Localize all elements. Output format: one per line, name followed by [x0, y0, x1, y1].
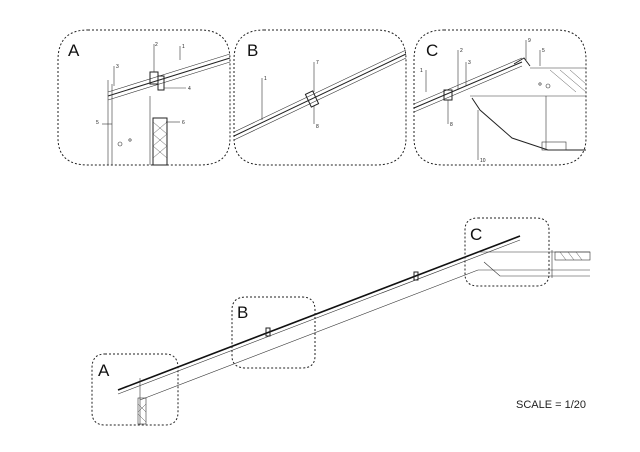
callout-a-4: 4: [188, 86, 191, 92]
callout-b-8: 8: [316, 124, 319, 130]
overview-label-b: B: [237, 303, 248, 322]
callout-b-1: 1: [264, 76, 267, 82]
callout-c-8: 8: [450, 122, 453, 128]
callout-a-6: 6: [182, 120, 185, 126]
callout-b-7: 7: [316, 60, 319, 66]
detail-c-panel: C 1 2 3 9 5 8 10: [413, 29, 587, 166]
detail-b-label: B: [247, 41, 258, 60]
callout-a-3: 3: [116, 64, 119, 70]
callout-c-3: 3: [468, 60, 471, 66]
callout-a-5: 5: [96, 120, 99, 126]
callout-c-1: 1: [420, 68, 423, 74]
callout-c-9: 9: [528, 38, 531, 44]
detail-c-label: C: [426, 41, 438, 60]
overview-label-c: C: [470, 225, 482, 244]
callout-c-10: 10: [480, 158, 486, 164]
callout-a-2: 2: [155, 42, 158, 48]
callout-c-2: 2: [460, 48, 463, 54]
detail-a-panel: A 2 1 3 4 5 6: [57, 29, 231, 166]
detail-a-label: A: [68, 41, 80, 60]
callout-c-5: 5: [542, 48, 545, 54]
scale-note: SCALE = 1/20: [516, 399, 586, 411]
detail-b-panel: B 7 8 1: [233, 29, 407, 166]
overview-label-a: A: [98, 361, 110, 380]
overview-section: A B C: [91, 217, 591, 426]
callout-a-1: 1: [182, 44, 185, 50]
